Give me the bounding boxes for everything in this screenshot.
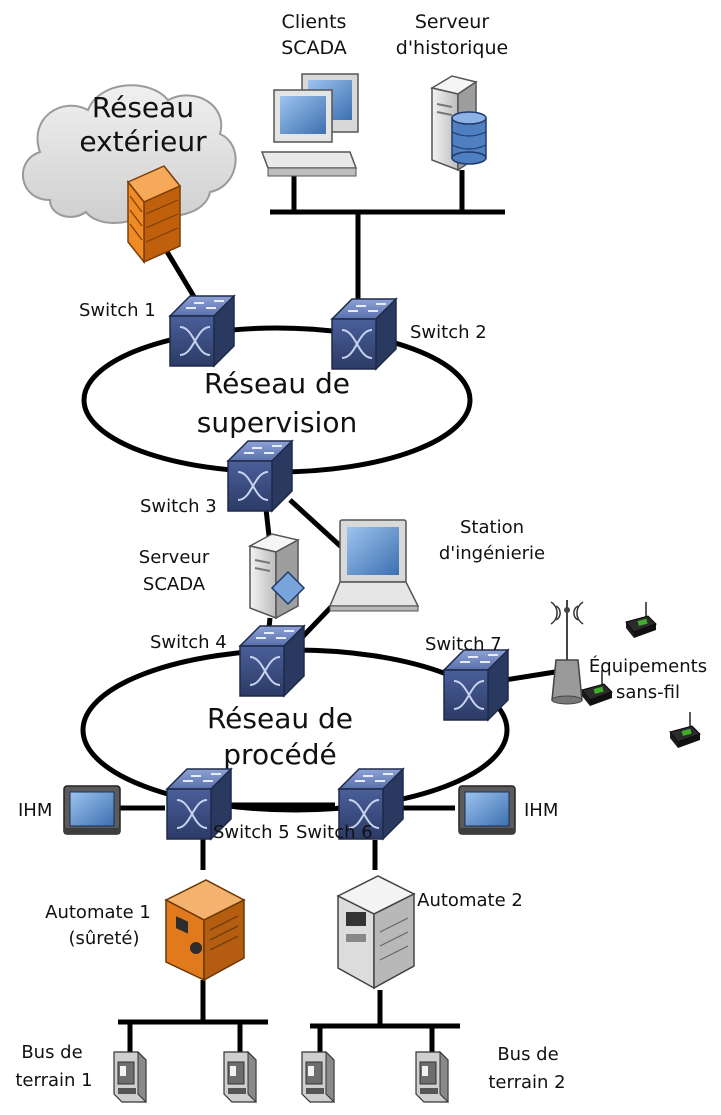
switch-3-icon (227, 440, 293, 512)
plc-2-label: Automate 2 (417, 890, 523, 911)
scada-clients-label: Clients (282, 11, 347, 33)
plc-1-label: Automate 1 (45, 902, 151, 923)
fieldbus-2-label-2: terrain 2 (488, 1072, 565, 1093)
switch-1-label: Switch 1 (79, 300, 156, 321)
fieldbus-1-label: Bus de (21, 1042, 82, 1063)
switch-7-label: Switch 7 (425, 634, 502, 655)
external-network-label-2: extérieur (79, 125, 207, 158)
wireless-device-1-icon (625, 601, 657, 639)
fieldbus-1-label-2: terrain 1 (15, 1070, 92, 1091)
switch-7-icon (443, 649, 509, 721)
wireless-devices-label: Équipements (589, 655, 707, 677)
external-network-label: Réseau (92, 91, 194, 124)
scada-server-label: Serveur (139, 547, 210, 568)
scada-clients-label-2: SCADA (281, 37, 347, 59)
wireless-device-3-icon (669, 711, 701, 749)
fieldbus-2-label: Bus de (497, 1044, 558, 1065)
engineering-station-label-2: d'ingénierie (439, 543, 545, 564)
switch-6-label: Switch 6 (296, 822, 373, 843)
desktop-computer-icon (260, 73, 359, 177)
switch-1-icon (169, 295, 235, 367)
scada-server-label-2: SCADA (143, 574, 206, 595)
external-network-cloud (22, 84, 237, 224)
plc-1-icon (164, 879, 246, 982)
process-network-label-2: procédé (223, 738, 336, 771)
supervision-network-label: Réseau de (204, 367, 350, 400)
switch-5-label: Switch 5 (213, 822, 290, 843)
plc-1-label-2: (sûreté) (68, 928, 139, 949)
historian-label: Serveur (415, 11, 490, 33)
switch-4-icon (239, 625, 305, 697)
hmi-right-icon (458, 785, 516, 835)
hmi-left-label: IHM (18, 800, 52, 821)
switch-2-label: Switch 2 (410, 322, 487, 343)
switch-3-label: Switch 3 (140, 496, 217, 517)
hmi-right-label: IHM (524, 800, 558, 821)
plc-2-icon (336, 875, 416, 990)
laptop-icon (328, 519, 420, 612)
scada-server-icon (247, 533, 306, 620)
process-network-label: Réseau de (207, 702, 353, 735)
firewall-icon (126, 165, 182, 265)
switch-4-label: Switch 4 (150, 632, 227, 653)
engineering-station-label: Station (460, 517, 524, 538)
field-device-1-icon (113, 1051, 147, 1103)
field-device-4-icon (415, 1051, 449, 1103)
hmi-left-icon (63, 785, 121, 835)
wireless-devices-label-2: sans-fil (616, 682, 680, 703)
historian-label-2: d'historique (396, 37, 508, 59)
field-device-2-icon (223, 1051, 257, 1103)
supervision-network-label-2: supervision (197, 406, 357, 439)
wireless-antenna-icon (550, 600, 584, 705)
switch-2-icon (331, 298, 397, 370)
database-icon (451, 111, 487, 165)
field-device-3-icon (301, 1051, 335, 1103)
